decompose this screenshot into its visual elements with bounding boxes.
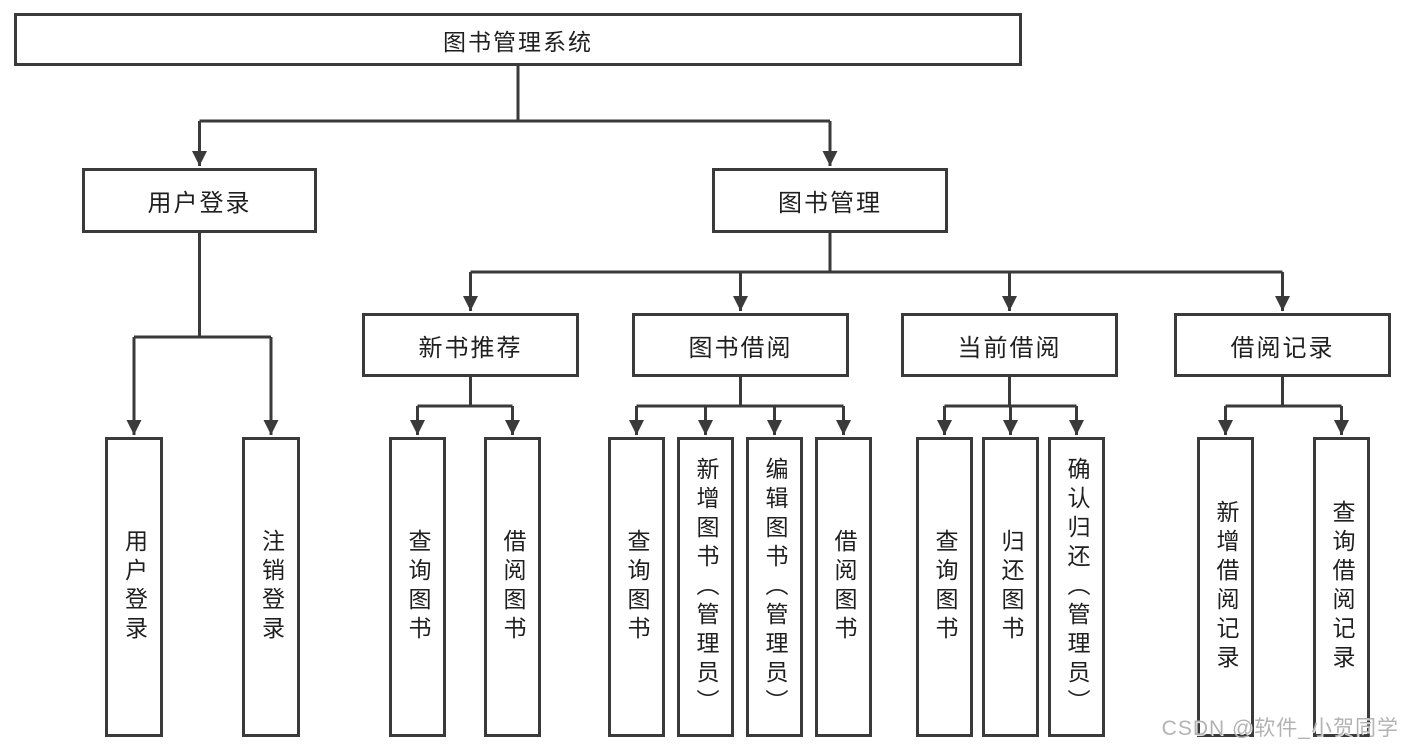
leaf-borrowing-query-books: 查询图书 [608,437,665,737]
node-label: 新书推荐 [418,334,523,362]
node-label: 图书管理系统 [443,28,593,55]
node-current-borrowing: 当前借阅 [901,313,1118,377]
node-label: 确认归还（管理员） [1064,456,1090,718]
node-label: 注销登录 [258,529,285,645]
leaf-borrowing-add-books-admin: 新增图书（管理员） [677,437,734,737]
node-label: 借阅图书 [831,529,857,645]
leaf-borrowing-borrow-books: 借阅图书 [815,437,872,737]
leaf-current-return-books: 归还图书 [982,437,1039,737]
node-label: 新增借阅记录 [1213,500,1239,674]
node-label: 查询图书 [624,529,650,645]
node-label: 编辑图书（管理员） [762,456,788,718]
leaf-recommend-borrow-books: 借阅图书 [484,437,541,737]
node-label: 查询图书 [932,529,958,645]
leaf-logout: 注销登录 [242,437,300,737]
node-new-book-recommendation: 新书推荐 [362,313,579,377]
leaf-borrowing-edit-books-admin: 编辑图书（管理员） [746,437,803,737]
leaf-current-query-books: 查询图书 [916,437,973,737]
node-label: 图书管理 [778,190,882,217]
csdn-watermark: CSDN @软件_小贺同学 [1161,717,1399,740]
leaf-current-confirm-return-admin: 确认归还（管理员） [1048,437,1105,737]
node-book-management-system: 图书管理系统 [14,13,1022,66]
leaf-recommend-query-books: 查询图书 [389,437,446,737]
leaf-records-add-record: 新增借阅记录 [1197,437,1254,737]
node-label: 新增图书（管理员） [693,456,719,718]
node-user-login: 用户登录 [82,168,317,233]
node-label: 查询图书 [405,529,431,645]
node-label: 归还图书 [998,529,1024,645]
node-book-management: 图书管理 [712,168,948,233]
node-label: 用户登录 [147,190,252,217]
node-borrowing-records: 借阅记录 [1174,313,1391,377]
node-label: 当前借阅 [957,334,1062,362]
node-label: 用户登录 [121,529,148,645]
leaf-user-login: 用户登录 [105,437,163,737]
node-label: 查询借阅记录 [1329,500,1355,674]
node-label: 图书借阅 [688,334,793,362]
node-book-borrowing: 图书借阅 [632,313,849,377]
leaf-records-query-record: 查询借阅记录 [1313,437,1370,737]
node-label: 借阅记录 [1230,334,1335,362]
node-label: 借阅图书 [500,529,526,645]
